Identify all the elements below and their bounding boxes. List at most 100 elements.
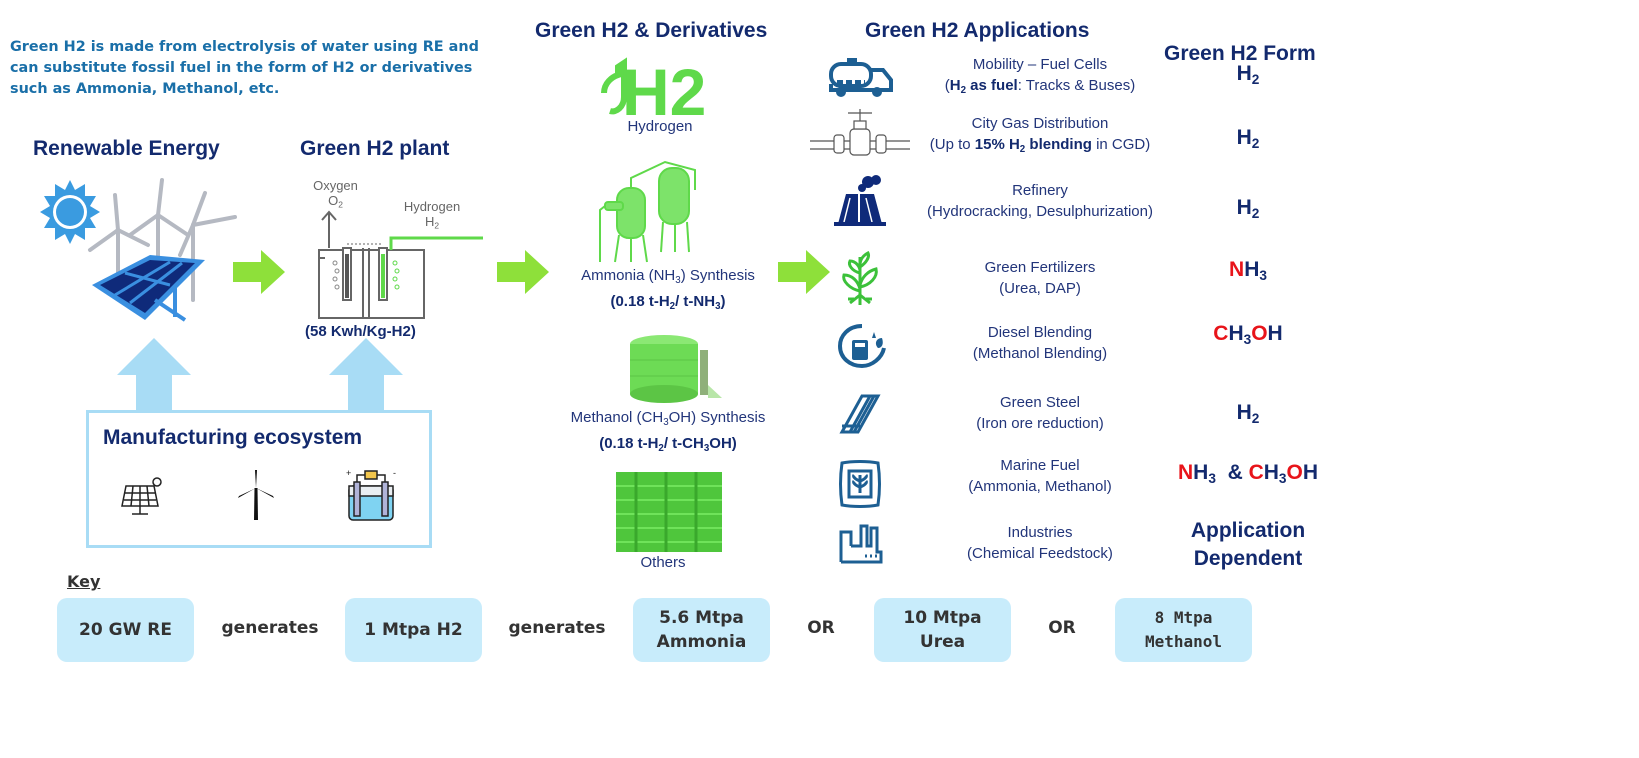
key-connector-word: OR	[1048, 618, 1076, 638]
application-item: Mobility – Fuel Cells (H2 as fuel: Tracks…	[890, 54, 1190, 101]
application-detail: (Ammonia, Methanol)	[968, 478, 1112, 495]
application-detail: (Up to 15% H2 blending in CGD)	[929, 136, 1151, 155]
key-value-line1: 8 Mtpa	[1154, 608, 1213, 627]
application-item: City Gas Distribution (Up to 15% H2 blend…	[890, 113, 1190, 160]
oxygen-name: Oxygen	[313, 178, 358, 193]
fuel-blend-icon	[837, 322, 888, 373]
manufacturing-title: Manufacturing ecosystem	[103, 426, 363, 449]
methanol-synthesis-label: Methanol (CH3OH) Synthesis (0.18 t-H2/ t…	[548, 407, 788, 459]
hydrogen-name: Hydrogen	[403, 199, 461, 214]
methanol-reactor-illustration	[630, 335, 722, 403]
application-title: Refinery	[1012, 182, 1068, 199]
hydrogen-logo-text: H2	[622, 55, 706, 120]
oxygen-formula: O2	[328, 193, 343, 210]
arrow-right-icon	[497, 250, 549, 294]
application-detail: (H2 as fuel: Tracks & Buses)	[944, 77, 1136, 96]
hydrogen-logo: H2	[601, 55, 706, 120]
green-h2-form: H2	[1236, 196, 1260, 222]
electrolyser-icon: +-	[346, 468, 396, 521]
application-detail: (Chemical Feedstock)	[967, 545, 1113, 562]
application-item: Green Fertilizers (Urea, DAP)	[890, 257, 1190, 299]
key-connector-word: generates	[508, 618, 606, 638]
heading-applications: Green H2 Applications	[865, 19, 1090, 42]
arrow-right-icon	[778, 250, 830, 294]
fuel-sack-icon	[838, 459, 882, 514]
application-detail: (Hydrocracking, Desulphurization)	[927, 203, 1153, 220]
plant-sprout-icon	[836, 250, 886, 312]
heading-green-h2-plant: Green H2 plant	[300, 137, 450, 160]
key-value-line2: Ammonia	[656, 632, 747, 652]
svg-text:+: +	[346, 468, 351, 478]
application-title: City Gas Distribution	[971, 115, 1109, 132]
application-item: Refinery (Hydrocracking, Desulphurization…	[890, 180, 1190, 222]
key-value-line1: 5.6 Mtpa	[659, 608, 744, 628]
ammonia-synthesis-label: Ammonia (NH3) Synthesis (0.18 t-H2/ t-NH…	[548, 265, 788, 317]
refinery-icon	[830, 172, 890, 231]
renewable-energy-illustration	[40, 178, 237, 322]
hydrogen-formula: H2	[424, 214, 440, 231]
application-title: Diesel Blending	[987, 324, 1093, 341]
application-item: Diesel Blending (Methanol Blending)	[890, 322, 1190, 364]
arrow-up-icon	[117, 338, 191, 413]
svg-text:-: -	[393, 468, 396, 478]
key-connector-word: OR	[807, 618, 835, 638]
green-h2-form: H2	[1236, 401, 1260, 427]
others-plant-illustration	[616, 472, 722, 552]
oxygen-label: Oxygen O2	[303, 178, 368, 213]
application-title: Green Steel	[999, 394, 1081, 411]
solar-panel-icon	[92, 255, 205, 322]
ammonia-plant-illustration	[599, 160, 696, 263]
application-title: Mobility – Fuel Cells	[972, 56, 1108, 73]
green-h2-form: H2	[1236, 62, 1260, 88]
solar-panel-icon	[121, 477, 162, 515]
heading-form: Green H2 Form	[1164, 42, 1316, 65]
application-title: Industries	[1007, 524, 1073, 541]
methanol-synthesis-name: Methanol (CH3OH) Synthesis	[570, 409, 766, 428]
application-title: Green Fertilizers	[984, 259, 1096, 276]
intro-text: Green H2 is made from electrolysis of wa…	[10, 39, 479, 97]
application-detail: (Urea, DAP)	[999, 280, 1081, 297]
electrolyser-diagram	[318, 210, 483, 319]
heading-renewable-energy: Renewable Energy	[33, 137, 220, 160]
arrow-right-icon	[233, 250, 285, 294]
truck-icon	[825, 54, 895, 103]
sun-icon	[40, 180, 100, 244]
green-h2-form: H2	[1236, 126, 1260, 152]
ammonia-synthesis-name: Ammonia (NH3) Synthesis	[581, 267, 755, 286]
application-item: Marine Fuel (Ammonia, Methanol)	[890, 455, 1190, 497]
wind-turbine-icon	[238, 470, 274, 520]
application-item: Green Steel (Iron ore reduction)	[890, 392, 1190, 434]
application-title: Marine Fuel	[1000, 457, 1080, 474]
hydrogen-label: Hydrogen	[627, 118, 693, 135]
application-item: Industries (Chemical Feedstock)	[890, 522, 1190, 564]
key-value-line2: Methanol	[1144, 632, 1223, 651]
manufacturing-ecosystem-box	[86, 410, 432, 548]
gas-valve-icon	[810, 107, 910, 162]
green-h2-form: NH3 & CH3OH	[1177, 461, 1319, 487]
arrow-up-icon	[329, 338, 403, 413]
key-title: Key	[67, 572, 101, 591]
key-value-box: 1 Mtpa H2	[345, 598, 482, 662]
key-connector-word: generates	[221, 618, 319, 638]
others-label: Others	[640, 554, 686, 571]
key-value-line1: 10 Mtpa	[903, 608, 982, 628]
factory-icon	[837, 522, 883, 569]
ammonia-hydrogen-ratio: (0.18 t-H2/ t-NH3)	[610, 292, 726, 312]
key-value-box: 20 GW RE	[57, 598, 194, 662]
green-h2-form: CH3OH	[1213, 322, 1283, 348]
steel-beams-icon	[838, 392, 882, 441]
key-value-line2: Urea	[919, 632, 966, 652]
application-detail: (Iron ore reduction)	[976, 415, 1104, 432]
key-value-text: 1 Mtpa H2	[364, 620, 463, 640]
methanol-hydrogen-ratio: (0.18 t-H2/ t-CH3OH)	[599, 434, 737, 454]
heading-derivatives: Green H2 & Derivatives	[535, 19, 768, 42]
hydrogen-label: Hydrogen H2	[392, 199, 472, 234]
key-value-text: 20 GW RE	[79, 620, 172, 640]
plant-energy-requirement: (58 Kwh/Kg-H2)	[305, 323, 416, 340]
green-h2-form: NH3	[1229, 258, 1267, 284]
application-detail: (Methanol Blending)	[972, 345, 1108, 362]
